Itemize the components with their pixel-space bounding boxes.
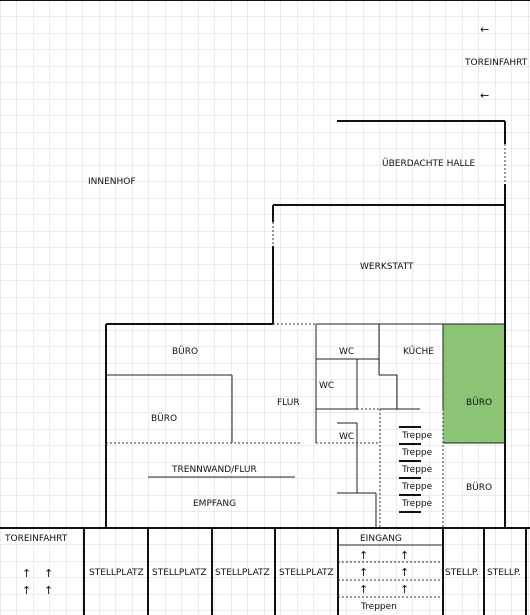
label-treppe: Treppe <box>401 465 433 475</box>
arrow-up-icon: ↑ <box>400 566 409 579</box>
arrow-up-icon: ↑ <box>400 549 409 562</box>
label-toreinfahrt-top: TOREINFAHRT <box>464 58 528 68</box>
door-openings <box>106 144 506 598</box>
label-wc-top: WC <box>339 347 354 357</box>
interior-walls <box>106 323 505 546</box>
label-werkstatt: WERKSTATT <box>360 262 414 272</box>
label-stellplatz-4: STELLPLATZ <box>279 568 334 578</box>
arrow-up-icon: ↑ <box>44 584 53 597</box>
stair-treads <box>399 426 421 513</box>
label-treppe: Treppe <box>401 431 433 441</box>
label-stellp-1: STELLP. <box>445 568 479 578</box>
label-treppe: Treppe <box>401 499 433 509</box>
label-stellplatz-1: STELLPLATZ <box>89 568 144 578</box>
label-flur: FLUR <box>277 398 300 408</box>
label-stellplatz-2: STELLPLATZ <box>152 568 207 578</box>
label-empfang: EMPFANG <box>193 499 236 509</box>
arrow-up-icon: ↑ <box>22 567 31 580</box>
arrow-up-icon: ↑ <box>359 566 368 579</box>
arrow-up-icon: ↑ <box>400 583 409 596</box>
label-ueberdachte-halle: ÜBERDACHTE HALLE <box>382 158 476 169</box>
label-eingang: EINGANG <box>360 534 402 544</box>
label-stellp-2: STELLP. <box>487 568 521 578</box>
arrow-left-icon: ← <box>480 89 489 102</box>
label-innenhof: INNENHOF <box>88 177 136 187</box>
label-kueche: KÜCHE <box>403 346 434 357</box>
label-buero-top: BÜRO <box>172 346 198 357</box>
label-buero-green: BÜRO <box>466 397 492 408</box>
label-buero-left: BÜRO <box>151 413 177 424</box>
arrow-up-icon: ↑ <box>359 549 368 562</box>
label-buero-right: BÜRO <box>466 482 492 493</box>
arrow-up-icon: ↑ <box>44 567 53 580</box>
arrow-left-icon: ← <box>480 23 489 36</box>
label-toreinfahrt-bottom: TOREINFAHRT <box>4 534 68 544</box>
label-trennwand-flur: TRENNWAND/FLUR <box>171 465 257 475</box>
highlighted-office-room <box>443 324 504 443</box>
label-wc-middle: WC <box>319 381 334 391</box>
label-treppen: Treppen <box>360 602 397 612</box>
label-treppe: Treppe <box>401 482 433 492</box>
arrow-up-icon: ↑ <box>22 584 31 597</box>
label-stellplatz-3: STELLPLATZ <box>215 568 270 578</box>
arrow-up-icon: ↑ <box>359 583 368 596</box>
label-wc-bottom: WC <box>339 432 354 442</box>
label-treppe: Treppe <box>401 448 433 458</box>
